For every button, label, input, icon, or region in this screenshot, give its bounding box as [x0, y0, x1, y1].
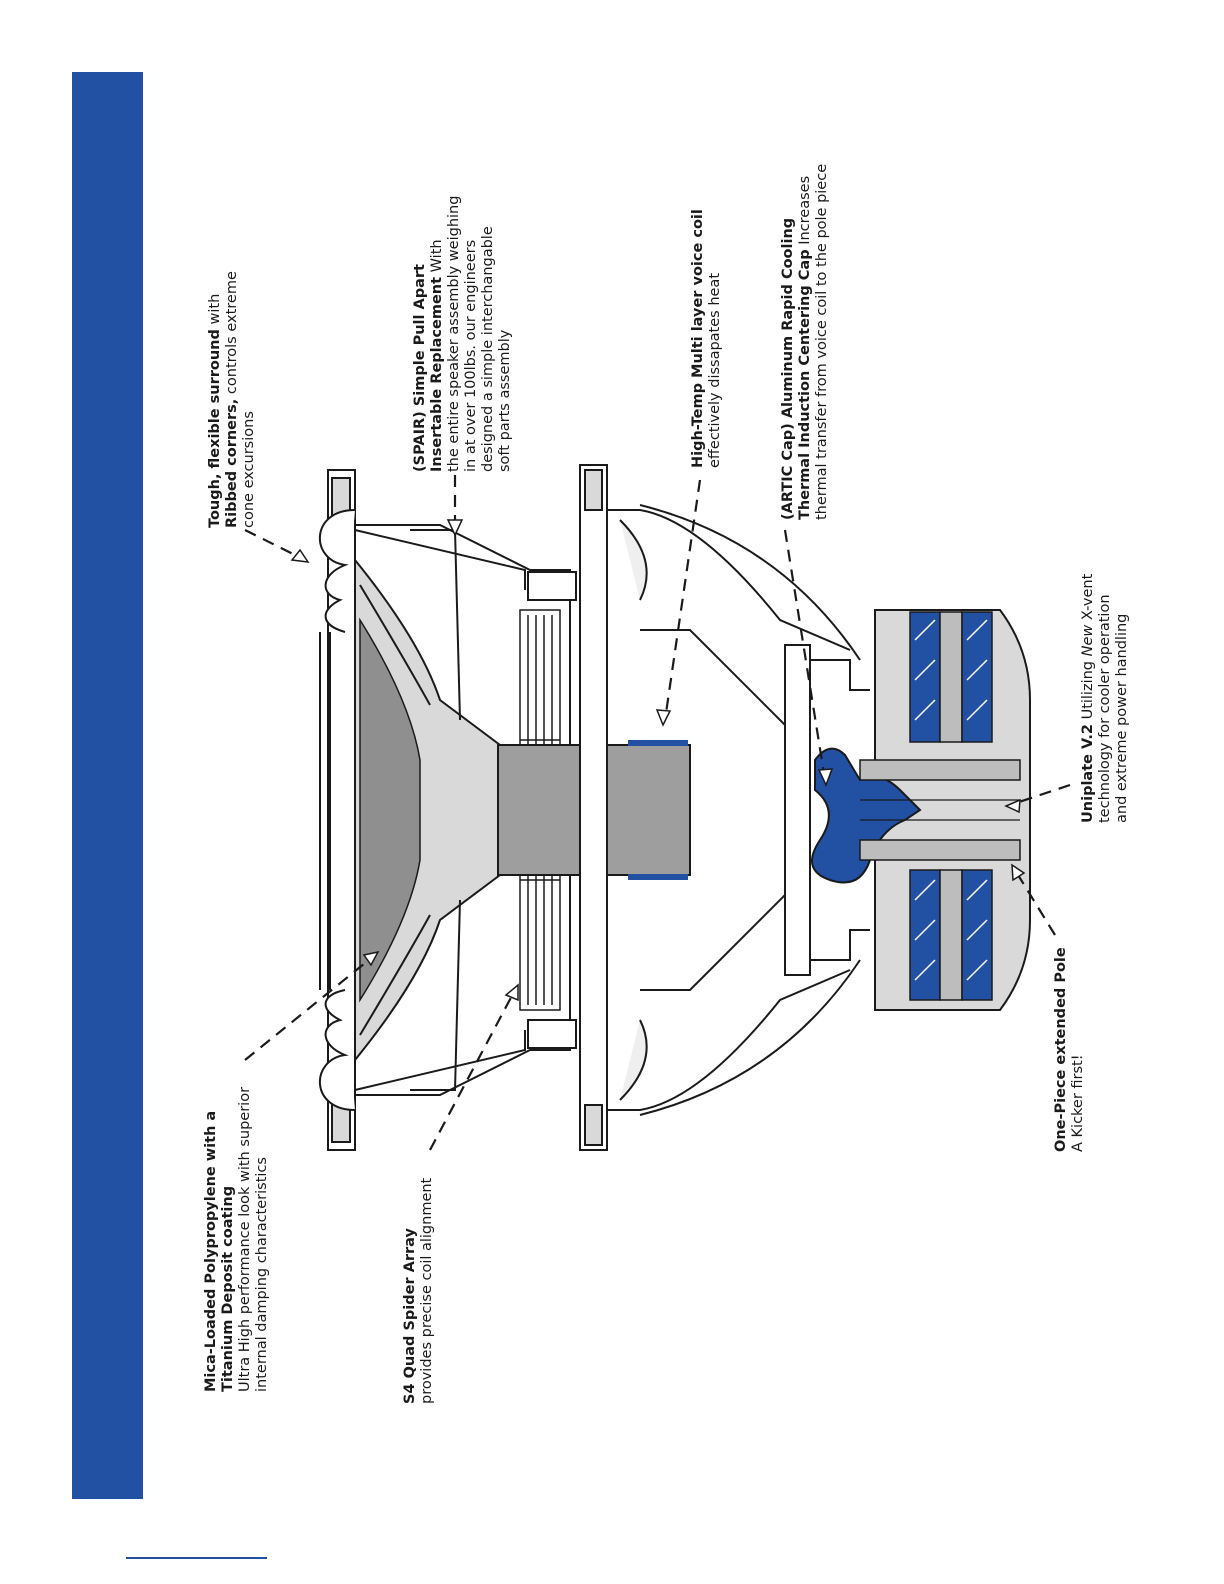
- callout-spair: (SPAIR) Simple Pull Apart Insertable Rep…: [412, 195, 513, 472]
- side-color-band: [72, 72, 143, 1499]
- motor-basket: [579, 464, 870, 1151]
- callout-pole: One-Piece extended Pole A Kicker first!: [1053, 947, 1086, 1152]
- voice-coil-winding: [628, 740, 688, 746]
- motor-structure: [811, 609, 1031, 1011]
- leader-arrowheads: [290, 519, 1026, 1002]
- callout-cone: Mica-Loaded Polypropylene with a Titaniu…: [203, 1086, 270, 1392]
- leader-lines: [244, 475, 1071, 1151]
- callout-artic-cap: (ARTIC Cap) Aluminum Rapid Cooling Therm…: [780, 163, 830, 520]
- callout-uniplate: Uniplate V.2 Utilizing New X-vent techno…: [1080, 573, 1130, 823]
- soft-parts-assembly: [319, 469, 691, 1151]
- callout-spider: S4 Quad Spider Array provides precise co…: [402, 1177, 435, 1404]
- bottom-rule: [126, 1557, 267, 1559]
- callout-surround: Tough, flexible surround with Ribbed cor…: [207, 271, 257, 528]
- artic-cap: [784, 644, 811, 976]
- surround-rolls: [319, 509, 356, 1111]
- magnet-stack: [909, 611, 993, 1001]
- callout-voice-coil: High-Temp Multi layer voice coil effecti…: [690, 209, 723, 468]
